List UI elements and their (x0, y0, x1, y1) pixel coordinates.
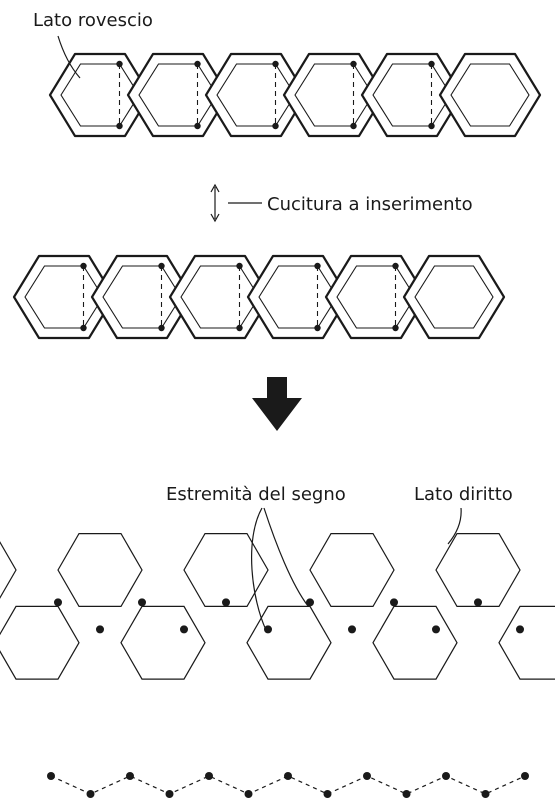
hexagon-cell (0, 541, 17, 599)
label-right-side: Lato diritto (414, 484, 513, 505)
mark-end-dot (314, 262, 321, 270)
hexagon-cell (57, 532, 143, 608)
hexagon-piece-inner (414, 265, 494, 329)
label-insertion-seam: Cucitura a inserimento (267, 194, 473, 215)
mark-end-dot (428, 60, 435, 68)
mark-end-dot (116, 122, 123, 130)
mark-end-dot (314, 324, 321, 332)
hexagon-piece-outer (402, 254, 506, 340)
zigzag-dot (481, 790, 490, 798)
leader-line-mark-end-1 (250, 507, 267, 631)
hexagon-row-1 (48, 52, 542, 138)
hexagon-cell (498, 605, 555, 680)
hexagon-cell (246, 605, 332, 680)
mark-end-dot (96, 625, 104, 634)
zigzag-dot (244, 790, 253, 798)
hexagon-piece-outer (438, 52, 542, 138)
hexagon-cell (372, 605, 458, 680)
hexagon-tessellation (0, 532, 555, 680)
mark-end-dot (392, 262, 399, 270)
hexagon-cell (120, 605, 206, 680)
mark-end-dot (222, 598, 230, 607)
mark-end-dot (80, 262, 87, 270)
zigzag-dot (521, 772, 529, 780)
mark-end-dot (80, 324, 87, 332)
mark-end-dot (516, 625, 524, 634)
hexagon-cell (435, 532, 521, 608)
mark-end-dot (306, 598, 314, 607)
mark-end-dot (180, 625, 188, 634)
mark-end-dot (54, 598, 62, 607)
hexagon-cell (0, 605, 80, 680)
mark-end-dot (194, 122, 201, 130)
mark-end-dot (390, 598, 398, 607)
zigzag-stitch-line (47, 772, 529, 798)
down-arrow-icon (252, 377, 302, 431)
zigzag-dot (363, 772, 371, 780)
hexagon-cell (183, 532, 269, 608)
mark-end-dot (350, 122, 357, 130)
leader-line-mark-end-2 (263, 507, 309, 607)
mark-end-dot (428, 122, 435, 130)
mark-end-dot (392, 324, 399, 332)
mark-end-dot (236, 262, 243, 270)
zigzag-dot (442, 772, 450, 780)
leader-line-wrong-side (57, 35, 81, 79)
hexagon-piece-inner (450, 63, 530, 127)
zigzag-dot (165, 790, 174, 798)
zigzag-dot (126, 772, 134, 780)
zigzag-dot (205, 772, 213, 780)
mark-end-dot (272, 60, 279, 68)
leader-line-right-side (447, 507, 462, 545)
mark-end-dot (474, 598, 482, 607)
mark-end-dot (350, 60, 357, 68)
label-wrong-side: Lato rovescio (33, 10, 153, 31)
mark-end-dot (236, 324, 243, 332)
mark-end-dot (116, 60, 123, 68)
zigzag-dot (284, 772, 292, 780)
mark-end-dot (158, 262, 165, 270)
zigzag-dot (402, 790, 411, 798)
label-mark-ends: Estremità del segno (166, 484, 346, 505)
zigzag-dot (86, 790, 95, 798)
mark-end-dot (264, 625, 272, 634)
hexagon-row-2 (12, 254, 506, 340)
mark-end-dot (194, 60, 201, 68)
mark-end-dot (272, 122, 279, 130)
hexagon-cell (309, 532, 395, 608)
zigzag-dot (323, 790, 332, 798)
vertical-double-arrow-icon (210, 183, 220, 223)
mark-end-dot (348, 625, 356, 634)
mark-end-dot (158, 324, 165, 332)
mark-end-dot (432, 625, 440, 634)
mark-end-dot (138, 598, 146, 607)
zigzag-dot (47, 772, 55, 780)
